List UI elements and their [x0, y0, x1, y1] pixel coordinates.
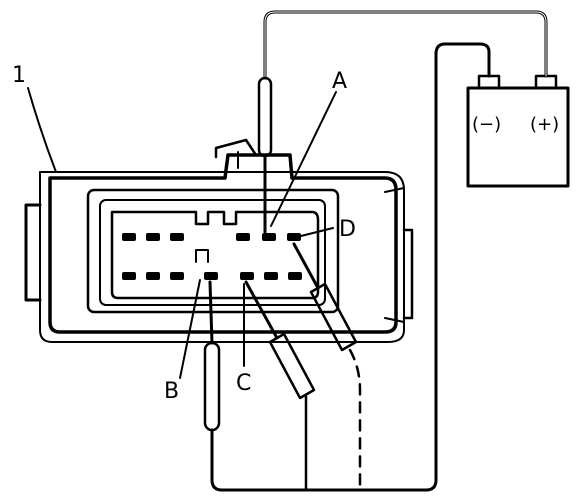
wire-negative-return: [210, 42, 491, 492]
battery-positive-label: (+): [530, 114, 559, 135]
wire-positive-to-probe-a: [263, 10, 548, 80]
leader-a: [270, 91, 337, 227]
probe-b: [203, 280, 221, 432]
leader-b: [179, 279, 201, 379]
label-component-1: 1: [12, 63, 26, 88]
label-terminal-a: A: [332, 69, 347, 94]
leader-d: [300, 227, 334, 237]
probe-d: [292, 242, 362, 492]
probe-c: [244, 280, 316, 492]
probe-a: [257, 76, 273, 234]
label-terminal-c: C: [236, 371, 251, 396]
label-terminal-b: B: [164, 379, 179, 404]
label-terminal-d: D: [339, 217, 356, 242]
battery-negative-label: (−): [472, 114, 501, 135]
terminal-slots: [122, 233, 302, 280]
connector-housing: [24, 138, 414, 343]
leader-1: [27, 87, 57, 173]
